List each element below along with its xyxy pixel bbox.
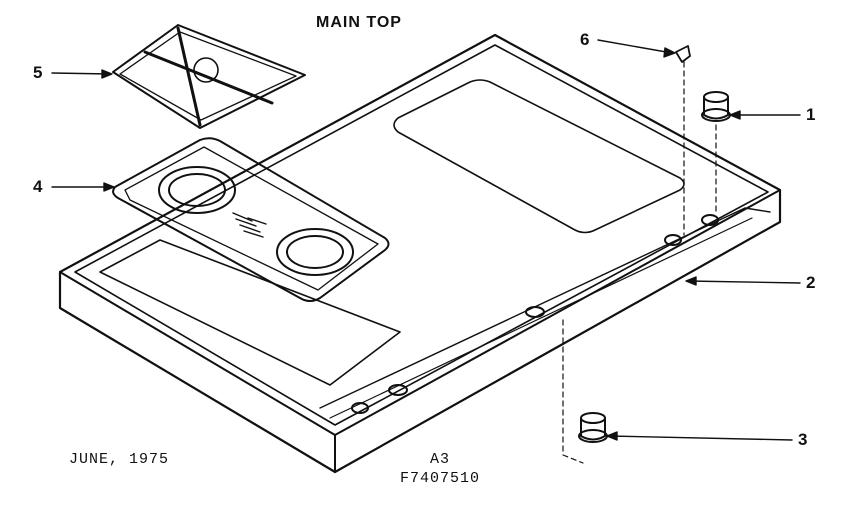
burner-plate: [112, 137, 390, 302]
footer-code: F7407510: [400, 470, 481, 487]
callout-label-2: 2: [806, 273, 816, 292]
assembly-lines: [562, 61, 717, 464]
callout-label-5: 5: [33, 63, 43, 82]
callout-label-4: 4: [33, 177, 43, 196]
knob-upper: [701, 91, 731, 122]
clip: [675, 45, 691, 63]
footer-page: A3: [430, 451, 451, 468]
knob-lower: [578, 412, 608, 443]
main-top-frame: [58, 33, 782, 474]
grate: [112, 24, 306, 129]
leader-lines: [51, 39, 801, 441]
footer-date: JUNE, 1975: [69, 451, 170, 468]
callout-label-6: 6: [580, 30, 590, 49]
callout-label-1: 1: [806, 105, 816, 124]
callout-label-3: 3: [798, 430, 808, 449]
diagram-title: MAIN TOP: [316, 14, 402, 31]
